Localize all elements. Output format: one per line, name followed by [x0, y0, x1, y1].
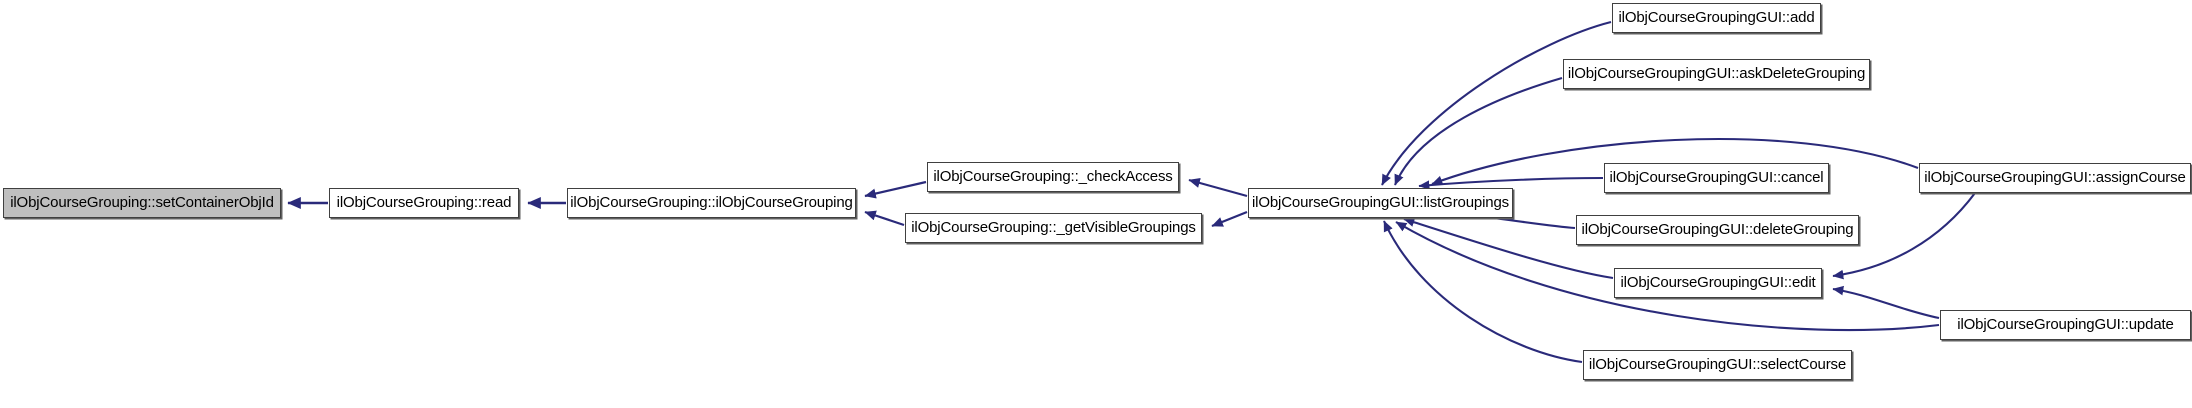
graph-node-edit[interactable]: ilObjCourseGroupingGUI::edit: [1614, 268, 1822, 298]
graph-node-assignCourse[interactable]: ilObjCourseGroupingGUI::assignCourse: [1919, 163, 2191, 193]
graph-node-cancel[interactable]: ilObjCourseGroupingGUI::cancel: [1604, 163, 1829, 193]
graph-node-label: ilObjCourseGrouping::setContainerObjId: [10, 194, 274, 211]
graph-node-checkAccess[interactable]: ilObjCourseGrouping::_checkAccess: [927, 162, 1179, 192]
edge-checkaccess-to-ctor: [864, 180, 927, 199]
graph-node-label: ilObjCourseGroupingGUI::assignCourse: [1924, 169, 2186, 186]
edge-listgroupings-to-getvisiblegroupings: [1211, 210, 1248, 228]
graph-node-label: ilObjCourseGroupingGUI::listGroupings: [1251, 194, 1510, 211]
edge-listgroupings-to-checkaccess: [1188, 178, 1248, 198]
graph-node-askDeleteGrouping[interactable]: ilObjCourseGroupingGUI::askDeleteGroupin…: [1563, 59, 1870, 89]
graph-node-label: ilObjCourseGroupingGUI::update: [1957, 316, 2174, 333]
graph-node-label: ilObjCourseGrouping::_checkAccess: [933, 168, 1173, 185]
edge-update-to-edit: [1832, 285, 1940, 320]
graph-node-deleteGrouping[interactable]: ilObjCourseGroupingGUI::deleteGrouping: [1576, 215, 1859, 245]
graph-node-listGroupings[interactable]: ilObjCourseGroupingGUI::listGroupings: [1248, 188, 1513, 218]
graph-node-add[interactable]: ilObjCourseGroupingGUI::add: [1612, 3, 1821, 33]
edge-cancel-to-listgroupings: [1418, 176, 1604, 190]
edge-selectcourse-to-listgroupings: [1383, 220, 1583, 364]
graph-node-label: ilObjCourseGrouping::read: [336, 194, 512, 211]
graph-node-label: ilObjCourseGroupingGUI::deleteGrouping: [1581, 221, 1854, 238]
edge-askdeletegrouping-to-listgroupings: [1394, 76, 1563, 186]
graph-node-label: ilObjCourseGroupingGUI::selectCourse: [1588, 356, 1847, 373]
graph-node-setContainerObjId[interactable]: ilObjCourseGrouping::setContainerObjId: [3, 188, 281, 218]
graph-node-ctor[interactable]: ilObjCourseGrouping::ilObjCourseGrouping: [567, 188, 856, 218]
graph-node-label: ilObjCourseGrouping::ilObjCourseGrouping: [570, 194, 853, 211]
graph-node-read[interactable]: ilObjCourseGrouping::read: [329, 188, 519, 218]
graph-node-update[interactable]: ilObjCourseGroupingGUI::update: [1940, 310, 2191, 340]
graph-node-getVisibleGroupings[interactable]: ilObjCourseGrouping::_getVisibleGrouping…: [905, 213, 1202, 243]
graph-node-label: ilObjCourseGrouping::_getVisibleGrouping…: [911, 219, 1196, 236]
edge-add-to-listgroupings: [1381, 20, 1612, 186]
graph-node-label: ilObjCourseGroupingGUI::edit: [1620, 274, 1816, 291]
graph-node-label: ilObjCourseGroupingGUI::add: [1618, 9, 1815, 26]
graph-node-label: ilObjCourseGroupingGUI::cancel: [1609, 169, 1824, 186]
edge-getvisiblegroupings-to-ctor: [864, 210, 905, 227]
graph-node-selectCourse[interactable]: ilObjCourseGroupingGUI::selectCourse: [1583, 350, 1852, 380]
graph-node-label: ilObjCourseGroupingGUI::askDeleteGroupin…: [1567, 65, 1866, 82]
